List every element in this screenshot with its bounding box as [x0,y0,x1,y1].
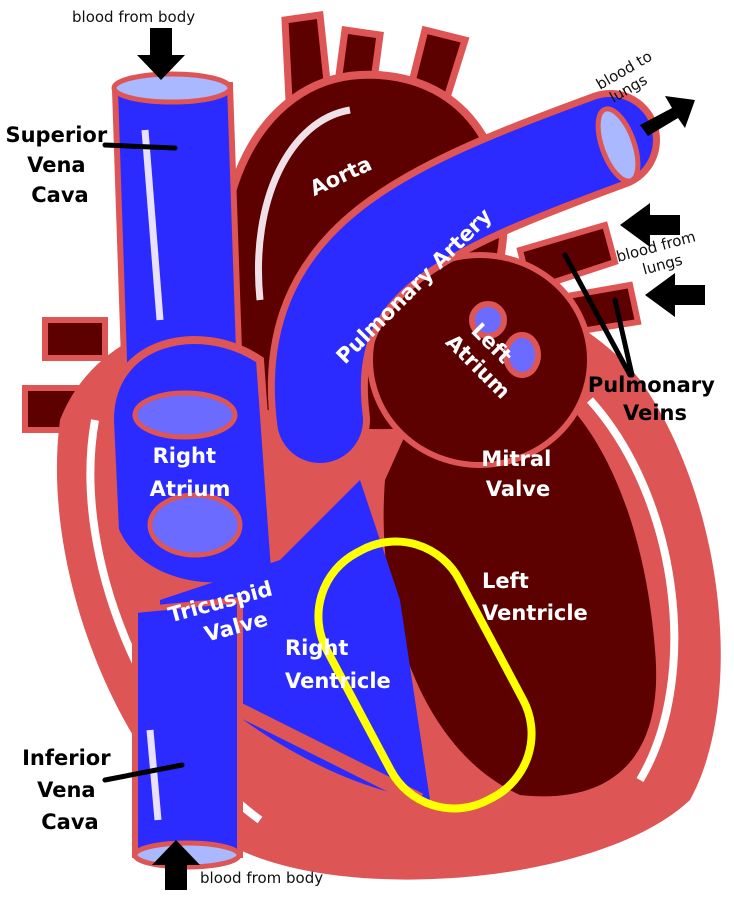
arrow-up-icon [152,840,200,890]
pointer-lines [102,142,635,783]
septum-highlight [314,537,536,813]
label-right-atrium: Right Atrium [150,444,231,501]
label-inferior-vena-cava: Inferior Vena Cava [22,746,118,834]
arrow-left-icon [620,203,680,247]
arrow-up-right-icon [640,96,695,136]
left-ventricle-chamber [383,380,657,797]
arrow-down-icon [137,28,185,80]
label-blood-from-body-bottom: blood from body [200,869,323,887]
label-superior-vena-cava: Superior Vena Cava [5,123,114,207]
label-blood-from-body-top: blood from body [72,8,195,26]
label-mitral-valve: Mitral Valve [481,447,558,501]
label-right-ventricle: Right Ventricle [285,636,391,693]
label-left-ventricle: Left Ventricle [482,569,588,625]
label-pulmonary-veins: Pulmonary Veins [588,373,722,425]
arrow-left-icon-2 [645,273,705,317]
